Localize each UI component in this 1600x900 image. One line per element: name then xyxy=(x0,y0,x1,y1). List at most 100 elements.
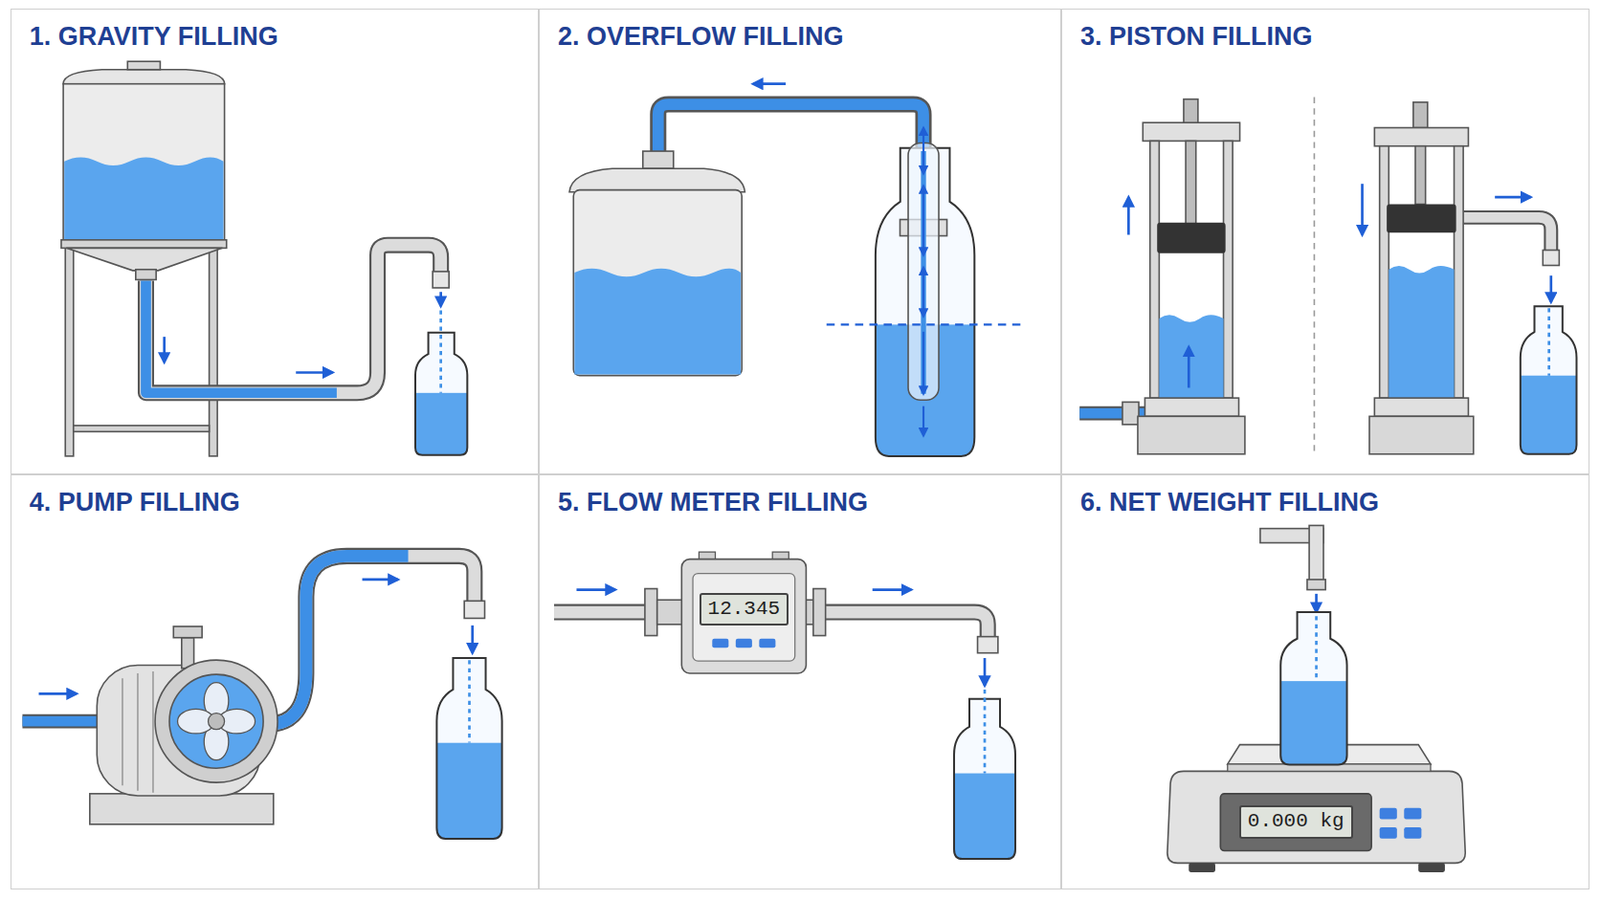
panel-title: 6. NET WEIGHT FILLING xyxy=(1080,488,1379,518)
pump-illustration xyxy=(181,638,195,669)
overflow-illustration xyxy=(922,406,925,437)
piston-illustration xyxy=(1520,376,1578,467)
panel-title: 5. FLOW METER FILLING xyxy=(557,488,868,518)
flow-meter-illustration xyxy=(735,639,753,649)
pump-illustration xyxy=(152,671,155,794)
net-weight-illustration xyxy=(1314,594,1318,613)
flow-meter-illustration xyxy=(711,639,729,649)
piston-illustration xyxy=(1185,140,1197,224)
pump-illustration xyxy=(470,625,474,654)
net-weight-illustration xyxy=(1167,525,1466,873)
piston-illustration xyxy=(1313,97,1316,455)
display-readout: 12.345 xyxy=(708,598,781,622)
piston-illustration xyxy=(1142,122,1240,141)
piston-illustration xyxy=(1542,250,1559,267)
gravity-illustration xyxy=(439,310,443,393)
overflow-illustration xyxy=(753,82,786,86)
piston-illustration xyxy=(1156,222,1225,254)
flow-meter-illustration xyxy=(758,639,776,649)
piston-illustration xyxy=(1520,306,1578,455)
piston-illustration xyxy=(1079,97,1577,467)
overflow-illustration xyxy=(569,168,745,193)
piston-illustration xyxy=(1462,217,1552,251)
net-weight-illustration xyxy=(1309,525,1324,582)
flow-meter-illustration xyxy=(681,559,806,674)
overflow-illustration xyxy=(875,148,975,457)
piston-illustration xyxy=(1386,204,1457,234)
piston-illustration xyxy=(1360,183,1364,235)
piston-illustration xyxy=(1183,99,1199,126)
gravity-illustration xyxy=(64,156,223,243)
piston-illustration xyxy=(1158,314,1223,399)
flow-meter-illustration xyxy=(872,588,912,592)
piston-illustration xyxy=(1547,308,1551,376)
pump-illustration xyxy=(464,600,485,619)
gravity-illustration xyxy=(432,271,449,289)
net-weight-illustration xyxy=(1167,771,1466,864)
net-weight-illustration xyxy=(1403,808,1422,821)
overflow-illustration xyxy=(574,268,741,376)
gravity-illustration xyxy=(415,393,467,468)
overflow-illustration xyxy=(658,104,924,154)
flow-meter-illustration xyxy=(983,658,987,687)
net-weight-illustration xyxy=(1379,827,1398,840)
method-panel: 4. PUMP FILLING xyxy=(10,474,539,890)
piston-illustration xyxy=(1494,196,1531,200)
piston-illustration xyxy=(1462,217,1552,251)
piston-illustration xyxy=(1549,275,1553,303)
piston-illustration xyxy=(1144,398,1239,417)
pump-illustration xyxy=(436,658,502,854)
piston-illustration xyxy=(1122,401,1139,424)
piston-illustration xyxy=(1150,140,1160,399)
overflow-illustration xyxy=(908,143,939,401)
flow-meter-illustration xyxy=(816,612,988,640)
gravity-illustration xyxy=(61,240,227,249)
gravity-illustration xyxy=(63,84,224,244)
overflow-illustration xyxy=(658,104,924,154)
flow-meter-illustration xyxy=(657,600,685,625)
piston-illustration xyxy=(1379,146,1390,399)
piston-illustration xyxy=(1369,416,1474,454)
method-panel: 3. PISTON FILLING xyxy=(1061,8,1590,475)
net-weight-illustration xyxy=(1314,616,1318,682)
flow-meter-illustration xyxy=(816,612,988,640)
flow-meter-illustration xyxy=(576,588,616,592)
pump-illustration xyxy=(208,713,225,731)
net-weight-illustration xyxy=(1379,808,1398,821)
lcd-display: 12.345 xyxy=(699,593,790,626)
method-panel: 6. NET WEIGHT FILLING0.000 kg xyxy=(1061,474,1590,890)
gravity-illustration xyxy=(439,291,443,307)
net-weight-illustration xyxy=(1280,612,1347,775)
flow-meter-illustration xyxy=(977,637,999,654)
gravity-illustration xyxy=(162,336,166,363)
gravity-illustration xyxy=(127,61,160,70)
overflow-illustration xyxy=(875,148,975,487)
piston-illustration xyxy=(1187,347,1191,389)
flow-meter-illustration xyxy=(983,689,987,774)
pump-illustration xyxy=(136,673,139,792)
overflow-illustration xyxy=(643,151,674,169)
net-weight-illustration xyxy=(1307,579,1326,591)
gravity-illustration xyxy=(63,69,224,85)
pump-illustration xyxy=(22,555,502,853)
piston-illustration xyxy=(1415,146,1426,205)
net-weight-illustration xyxy=(1403,827,1422,840)
overflow-illustration xyxy=(569,84,1021,487)
pump-illustration xyxy=(467,660,471,743)
gravity-illustration xyxy=(61,61,467,467)
gravity-illustration xyxy=(65,244,74,457)
overflow-illustration xyxy=(922,128,925,175)
gravity-illustration xyxy=(66,247,223,270)
method-panel: 1. GRAVITY FILLING xyxy=(10,8,539,475)
pump-illustration xyxy=(89,794,274,825)
overflow-illustration xyxy=(573,190,742,377)
piston-illustration xyxy=(1374,398,1468,417)
gravity-illustration xyxy=(145,244,441,394)
pump-illustration xyxy=(266,555,408,725)
panel-title: 1. GRAVITY FILLING xyxy=(29,22,279,52)
net-weight-illustration xyxy=(1418,863,1445,873)
flow-meter-illustration xyxy=(954,774,1016,872)
panel-title: 2. OVERFLOW FILLING xyxy=(557,22,845,52)
